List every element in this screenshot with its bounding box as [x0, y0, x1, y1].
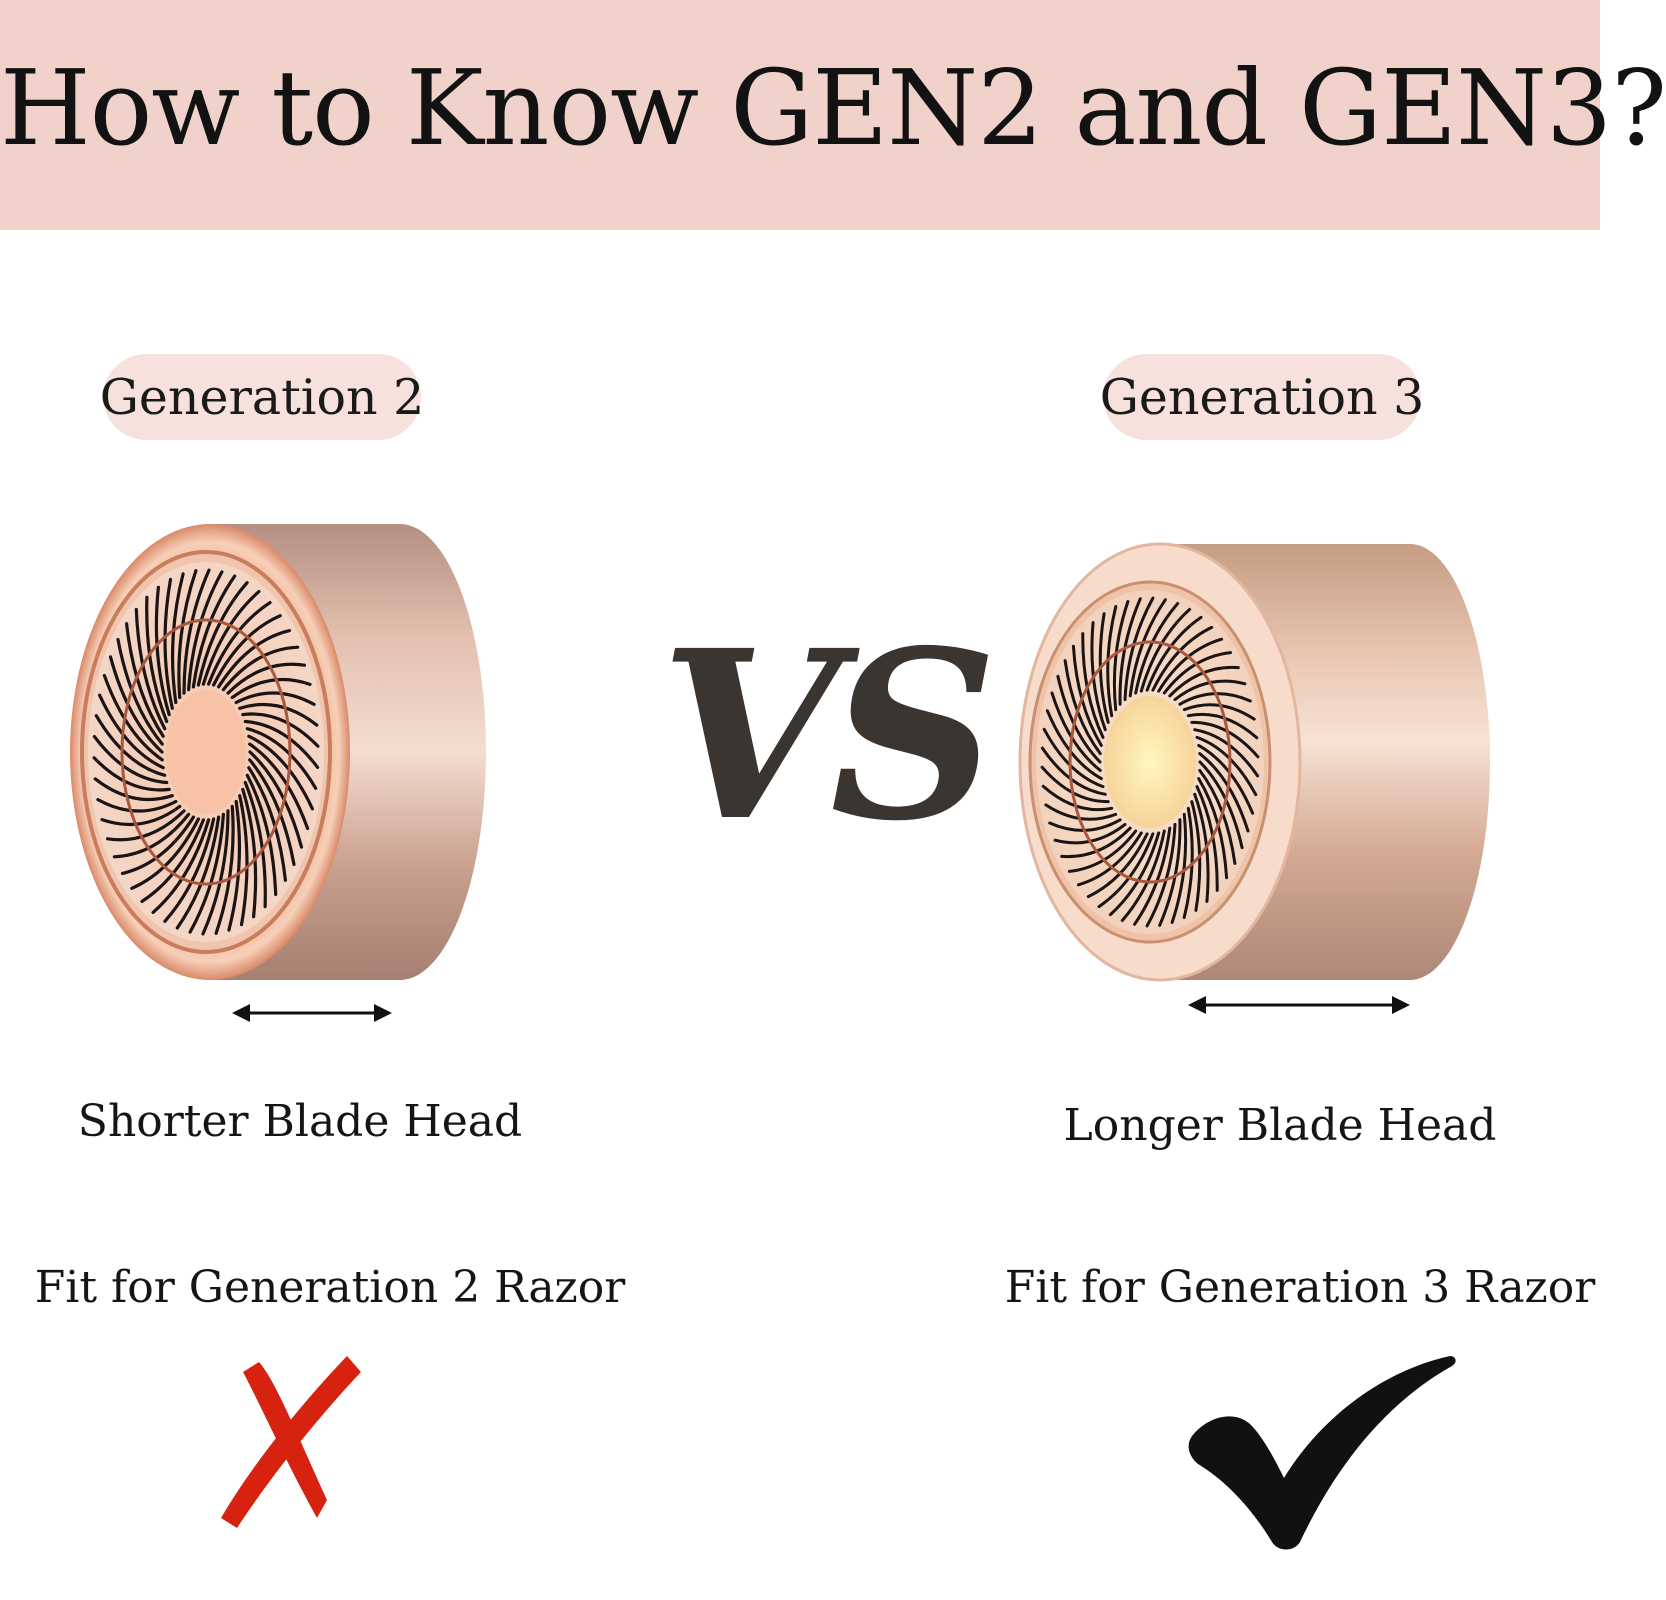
blade-spoke: [221, 645, 300, 692]
blade-spoke: [108, 655, 164, 754]
gen2-size-caption: Shorter Blade Head: [77, 1096, 523, 1147]
blade-spoke: [106, 809, 186, 842]
blade-spoke: [217, 629, 292, 689]
blade-spoke: [247, 766, 287, 882]
blade-spoke: [177, 569, 198, 700]
title-banner: How to Know GEN2 and GEN3?: [0, 0, 1666, 230]
blade-spoke: [1086, 832, 1149, 899]
blade-spoke: [125, 622, 165, 738]
blade-spoke: [170, 572, 185, 705]
blade-spoke: [98, 693, 165, 770]
blade-spoke: [92, 756, 171, 792]
blade-spoke: [226, 662, 306, 695]
blade-spoke: [238, 794, 249, 927]
generation-3-badge: Generation 3: [1100, 354, 1424, 440]
blade-spoke: [96, 798, 178, 813]
blade-spoke: [102, 673, 164, 762]
blade-spoke: [1162, 651, 1232, 695]
blade-spoke: [112, 812, 191, 859]
blade-spoke: [1076, 831, 1143, 887]
blade-spoke: [92, 735, 169, 785]
blade-spoke: [1068, 829, 1138, 873]
blade-spoke: [145, 595, 169, 724]
blade-spoke: [1123, 596, 1155, 702]
blade-spoke: [140, 818, 205, 903]
blade-spoke: [230, 678, 312, 700]
blade-spoke: [243, 780, 267, 909]
blade-spoke: [182, 568, 211, 695]
blade-spoke: [245, 773, 278, 897]
gen2-fit-caption: Fit for Generation 2 Razor: [34, 1262, 626, 1313]
blade-spoke: [1151, 625, 1214, 692]
blade-spoke: [1158, 818, 1182, 927]
blade-spoke: [207, 601, 272, 686]
red-x-icon: [221, 1356, 361, 1528]
blade-spoke: [94, 714, 167, 777]
page-title: How to Know GEN2 and GEN3?: [0, 47, 1666, 169]
blade-spoke: [212, 614, 282, 687]
black-checkmark-icon: [1188, 1356, 1456, 1550]
gen2-blade-head-image: [70, 524, 486, 980]
generation-2-badge: Generation 2: [100, 354, 424, 440]
blade-spoke: [187, 570, 224, 692]
blade-spoke: [196, 581, 249, 687]
gen3-length-arrow: [1188, 996, 1410, 1014]
blade-spoke: [188, 812, 225, 934]
blade-spoke: [248, 758, 296, 867]
blade-spoke: [1133, 826, 1172, 926]
blade-spoke: [1145, 822, 1177, 928]
gen3-fit-caption: Fit for Generation 3 Razor: [1004, 1262, 1596, 1313]
blade-spoke: [227, 799, 242, 932]
blade-spoke: [116, 637, 164, 746]
blade-spoke: [241, 712, 320, 748]
blade-spoke: [163, 577, 174, 710]
blade-spoke: [1134, 602, 1180, 695]
gen3-blade-head-image: [1018, 542, 1490, 982]
blade-spoke: [93, 777, 174, 802]
blade-spoke: [238, 702, 319, 727]
blade-spoke: [247, 734, 314, 811]
blade-spoke: [100, 804, 182, 826]
blade-spoke: [245, 727, 318, 790]
blade-spoke: [191, 574, 237, 689]
blade-spoke: [130, 817, 200, 890]
blade-spoke: [241, 787, 258, 919]
blade-spoke: [1120, 829, 1166, 922]
blade-spoke: [1097, 832, 1155, 909]
blade-spoke: [248, 742, 310, 831]
blade-spoke: [201, 590, 261, 686]
blade-spoke: [1145, 615, 1203, 692]
blade-spoke: [1128, 598, 1167, 698]
gen3-size-caption: Longer Blade Head: [1063, 1100, 1497, 1151]
blade-spoke: [234, 691, 316, 706]
gen2-length-arrow: [232, 1004, 392, 1022]
blade-spoke: [214, 804, 235, 935]
blade-spoke: [1139, 607, 1192, 693]
blade-spoke: [201, 809, 230, 936]
blade-spoke: [163, 817, 216, 923]
versus-label: VS: [660, 599, 998, 872]
blade-spoke: [154, 585, 171, 717]
blade-spoke: [120, 815, 195, 875]
blade-spoke: [175, 815, 221, 930]
blade-spoke: [248, 750, 304, 849]
blade-spoke: [1108, 831, 1161, 917]
blade-spoke: [1157, 637, 1224, 693]
blade-spoke: [151, 818, 211, 914]
blade-spoke: [134, 607, 167, 731]
blade-spoke: [243, 719, 320, 769]
blade-spoke: [1118, 597, 1142, 706]
